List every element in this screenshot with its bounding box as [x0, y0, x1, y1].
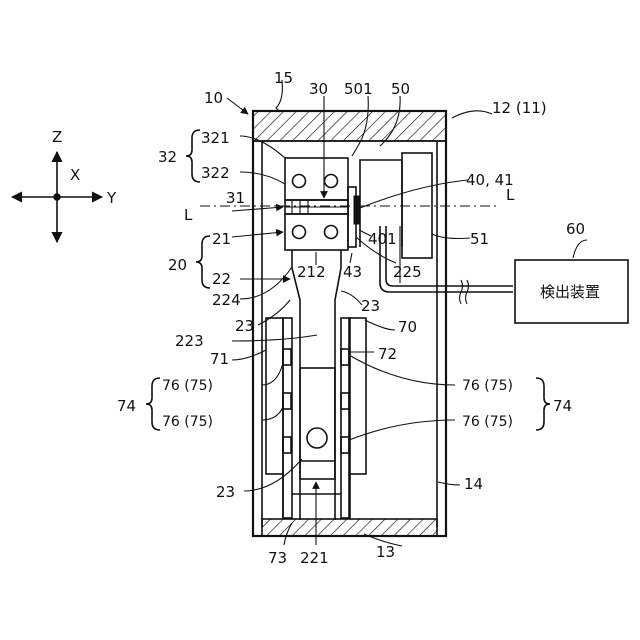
label-401: 401: [368, 230, 397, 248]
label-76-75-right-lower: 76 (75): [462, 414, 513, 430]
label-322: 322: [201, 164, 230, 182]
label-50: 50: [391, 80, 410, 98]
label-22: 22: [212, 270, 231, 288]
text-labels: Z X Y 10 15 30 501 50 12 (11) 32 321 322…: [52, 69, 600, 567]
label-30: 30: [309, 80, 328, 98]
label-l-left: L: [184, 206, 193, 224]
top-lid-hatched: [253, 111, 446, 141]
label-32: 32: [158, 148, 177, 166]
label-73: 73: [268, 549, 287, 567]
label-14: 14: [464, 475, 483, 493]
label-axis-x: X: [70, 166, 80, 184]
label-43: 43: [343, 263, 362, 281]
label-223: 223: [175, 332, 204, 350]
label-12: 12 (11): [492, 99, 547, 117]
label-74-left: 74: [117, 397, 136, 415]
right-plate-72: [341, 318, 366, 518]
label-15: 15: [274, 69, 293, 87]
holder-block-lower: [285, 214, 348, 250]
label-501: 501: [344, 80, 373, 98]
label-74-right: 74: [553, 397, 572, 415]
label-71: 71: [210, 350, 229, 368]
gauges: [283, 349, 349, 453]
label-23-right: 23: [361, 297, 380, 315]
label-21: 21: [212, 230, 231, 248]
label-axis-y: Y: [106, 189, 117, 207]
label-224: 224: [212, 291, 241, 309]
slider-221: [300, 368, 335, 479]
label-212: 212: [297, 263, 326, 281]
label-60: 60: [566, 220, 585, 238]
label-51: 51: [470, 230, 489, 248]
label-321: 321: [201, 129, 230, 147]
label-76-75-right-upper: 76 (75): [462, 378, 513, 394]
label-23-bottom: 23: [216, 483, 235, 501]
label-72: 72: [378, 345, 397, 363]
label-13: 13: [376, 543, 395, 561]
element-40-41: [354, 196, 359, 224]
label-detector: 検出装置: [540, 283, 600, 301]
strip-31: [285, 200, 348, 214]
label-10: 10: [204, 89, 223, 107]
label-221: 221: [300, 549, 329, 567]
label-225: 225: [393, 263, 422, 281]
label-40-41: 40, 41: [466, 171, 514, 189]
axis-cross: [12, 152, 102, 242]
leader-lines: [227, 80, 587, 546]
label-axis-z: Z: [52, 128, 62, 146]
left-plate-71: [266, 318, 292, 518]
label-23-left: 23: [235, 317, 254, 335]
label-70: 70: [398, 318, 417, 336]
label-20: 20: [168, 256, 187, 274]
label-76-75-left-lower: 76 (75): [162, 414, 213, 430]
label-76-75-left-upper: 76 (75): [162, 378, 213, 394]
holder-block-upper: [285, 158, 348, 200]
bottom-hatched: [262, 519, 437, 536]
label-31: 31: [226, 189, 245, 207]
